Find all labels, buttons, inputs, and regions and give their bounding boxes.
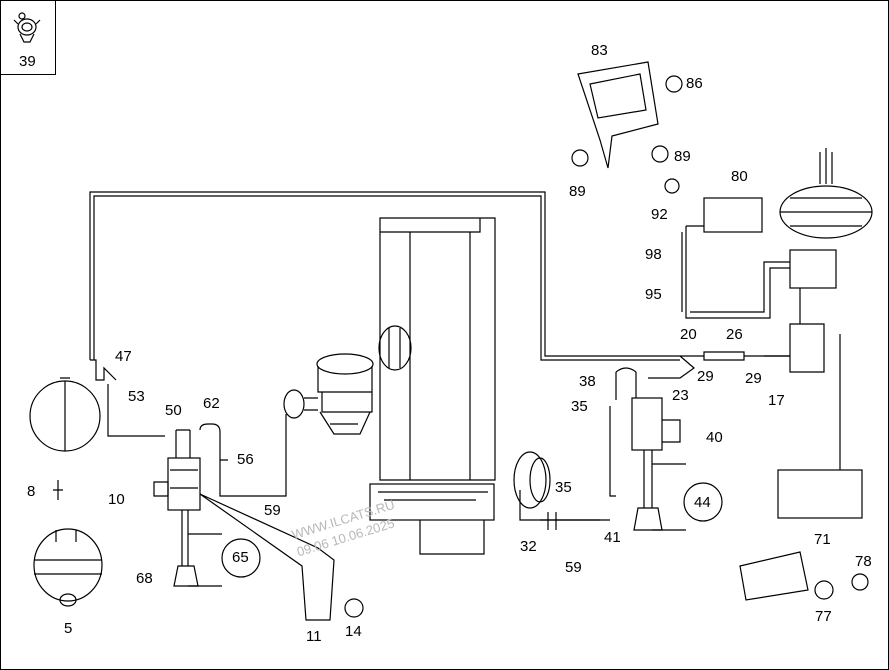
bracket-83 [571,61,683,194]
hose-clip-icon [13,12,41,43]
callout-5[interactable]: 5 [64,620,73,637]
callout-50[interactable]: 50 [165,402,182,419]
callout-77[interactable]: 77 [815,608,832,625]
callout-8[interactable]: 8 [27,483,36,500]
callout-29-b[interactable]: 29 [745,370,762,387]
callout-10[interactable]: 10 [108,491,125,508]
callout-38[interactable]: 38 [579,373,596,390]
callout-53[interactable]: 53 [128,388,145,405]
bolt-78 [851,573,869,591]
throttle-body [283,325,412,435]
callout-32[interactable]: 32 [520,538,537,555]
callout-59-left[interactable]: 59 [264,502,281,519]
control-unit-71 [777,469,863,519]
callout-17[interactable]: 17 [768,392,785,409]
callout-89-right[interactable]: 89 [674,148,691,165]
callout-14[interactable]: 14 [345,623,362,640]
callout-26[interactable]: 26 [726,326,743,343]
callout-23[interactable]: 23 [672,387,689,404]
callout-62[interactable]: 62 [203,395,220,412]
nut-77 [814,580,834,600]
thumbnail-box[interactable]: 39 [0,0,56,75]
callout-40[interactable]: 40 [706,429,723,446]
pressure-accumulator [33,480,103,607]
callout-68[interactable]: 68 [136,570,153,587]
reservoir-sphere [29,359,165,452]
callout-11[interactable]: 11 [306,628,322,645]
callout-29-a[interactable]: 29 [697,368,714,385]
thumbnail-part-number: 39 [19,53,36,70]
callout-89-left[interactable]: 89 [569,183,586,200]
vacuum-valve-40 [519,355,723,531]
callout-35-lower[interactable]: 35 [555,479,572,496]
brake-booster [764,148,873,470]
callout-95[interactable]: 95 [645,286,662,303]
nut-14 [344,598,364,618]
callout-83[interactable]: 83 [591,42,608,59]
engine-block [369,217,496,555]
callout-20[interactable]: 20 [680,326,697,343]
bracket-11 [199,493,335,621]
callout-80[interactable]: 80 [731,168,748,185]
callout-86[interactable]: 86 [686,75,703,92]
callout-78[interactable]: 78 [855,553,872,570]
callout-44[interactable]: 44 [694,494,711,511]
vacuum-line-top [89,191,680,360]
vacuum-valve-10 [153,414,287,587]
callout-98[interactable]: 98 [645,246,662,263]
control-unit-80 [703,197,763,233]
bracket-77 [739,551,809,601]
callout-35-upper[interactable]: 35 [571,398,588,415]
callout-59-right[interactable]: 59 [565,559,582,576]
callout-71[interactable]: 71 [814,531,831,548]
callout-92[interactable]: 92 [651,206,668,223]
callout-65[interactable]: 65 [232,549,249,566]
callout-56[interactable]: 56 [237,451,254,468]
callout-47[interactable]: 47 [115,348,132,365]
vacuum-pump-32 [513,451,600,530]
callout-41[interactable]: 41 [604,529,621,546]
